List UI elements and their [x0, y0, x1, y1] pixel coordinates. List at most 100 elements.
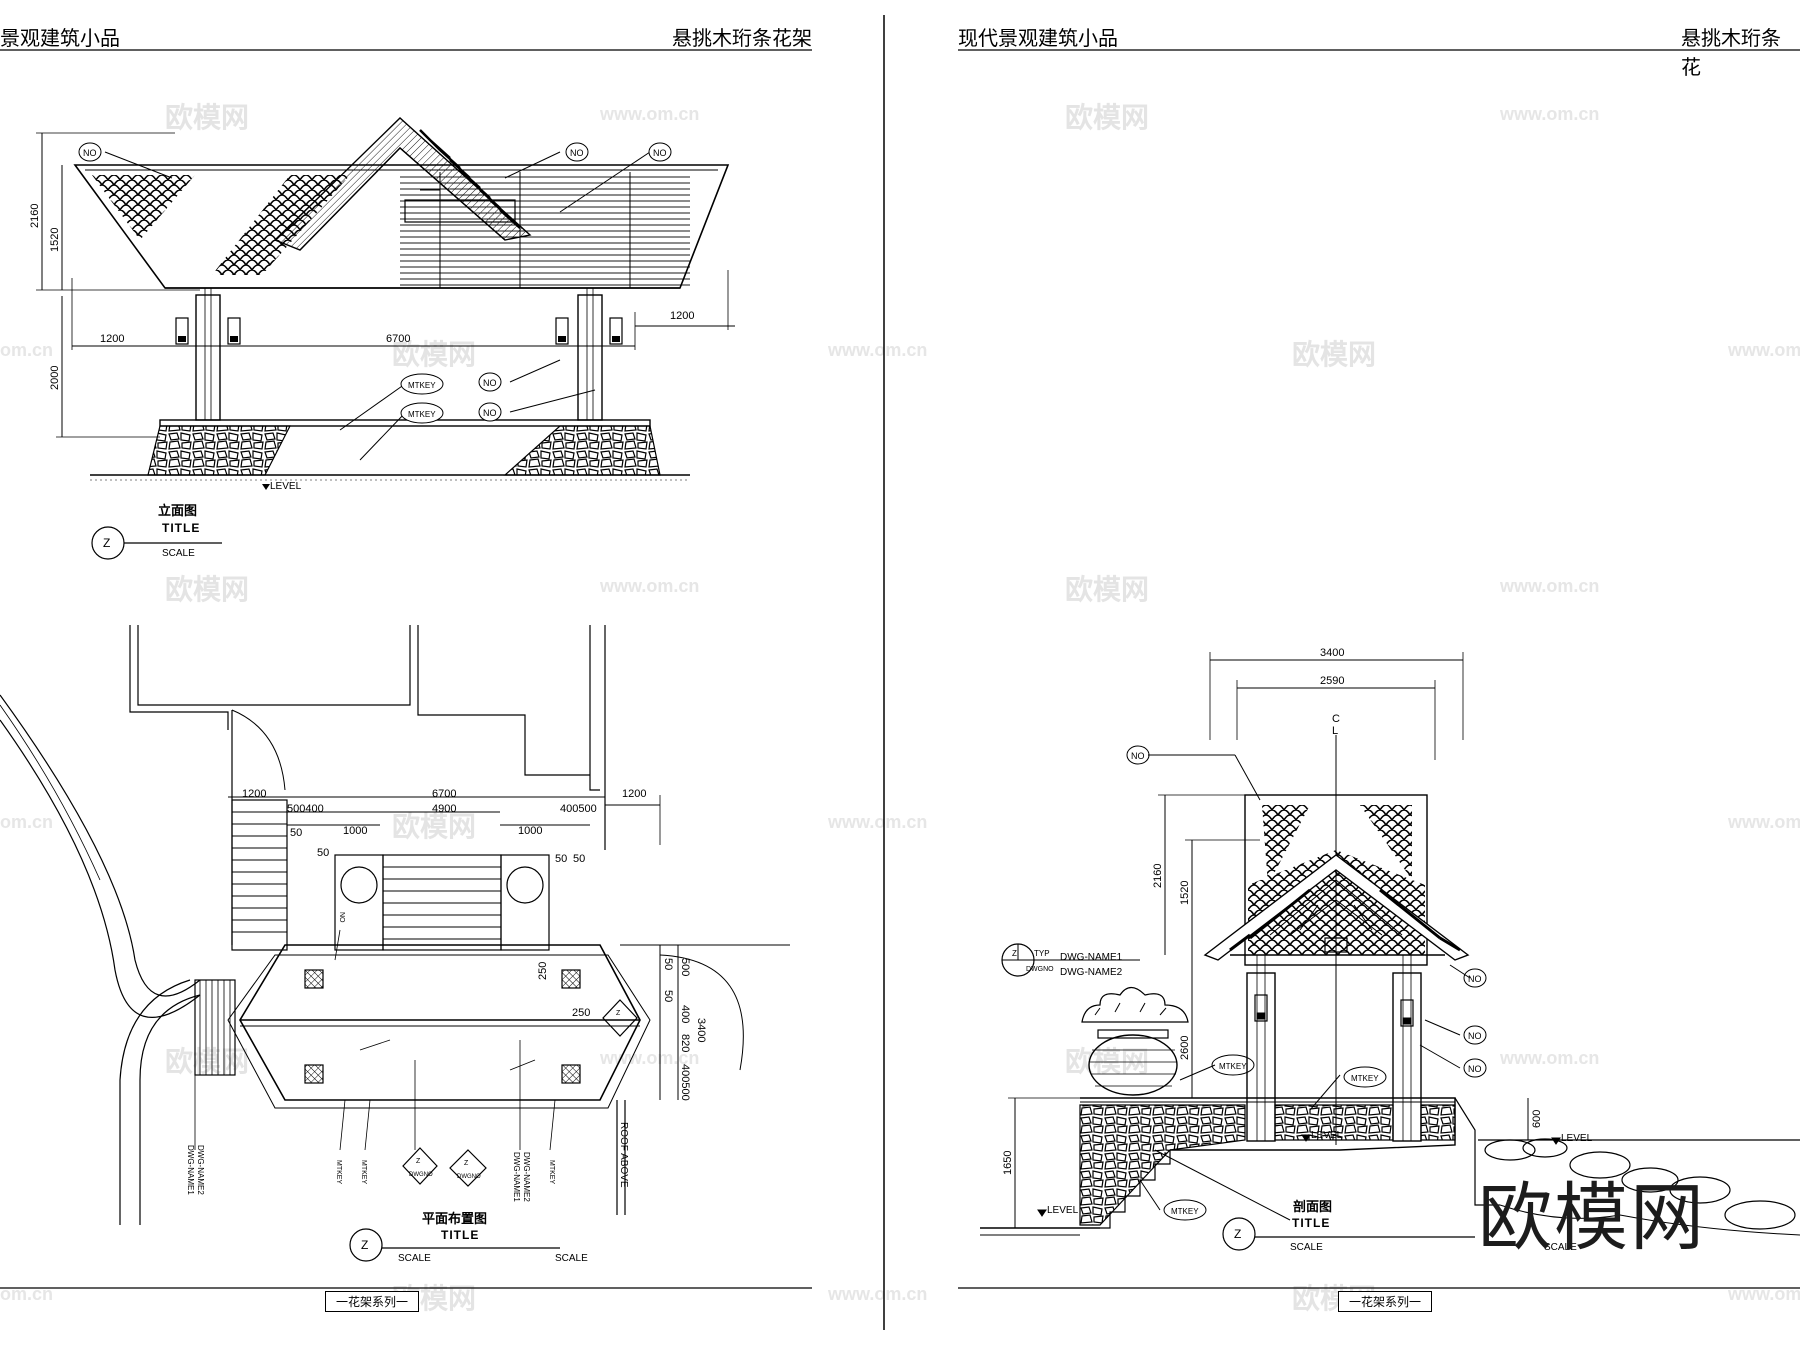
watermark-brand: 欧模网 [1292, 338, 1377, 371]
elev-dim-roof: 1520 [49, 228, 61, 252]
watermark-brand: 欧模网 [392, 810, 477, 843]
elevation-labels: 2160 1520 2000 1200 6700 1200 NO NO NO N… [29, 148, 694, 550]
sec-tag-no: NO [1131, 751, 1145, 761]
brand-overlay: 欧模网 [1478, 1175, 1706, 1261]
plan-dwg2: DWG-NAME2 [522, 1152, 531, 1202]
plan-dim-1000a: 1000 [343, 825, 367, 837]
header-left-subtitle: 悬挑木珩条花架 [672, 26, 812, 50]
watermark-brand: 欧模网 [1065, 1045, 1150, 1078]
plan-dim-50a: 50 [290, 827, 302, 839]
plan-dim-50b: 50 [317, 847, 329, 859]
sec-cl-l: L [1332, 725, 1338, 737]
plan-dim-inner: 4900 [432, 803, 456, 815]
sec-callout-typ: TYP [1034, 949, 1050, 958]
plan-dim-400500b: 400500 [679, 1064, 691, 1101]
watermark-url: www.om.cn [1728, 812, 1800, 832]
plan-dim-50c: 50 [555, 853, 567, 865]
plan-dwgno: DWGNO [409, 1172, 433, 1178]
plan-dim-50d: 50 [573, 853, 585, 865]
plan-dim-50f: 50 [662, 958, 674, 970]
section-title: TITLE [1292, 1216, 1331, 1230]
plan-dwg1: DWG-NAME1 [512, 1152, 521, 1202]
header-right-title: 现代景观建筑小品 [958, 26, 1118, 50]
watermark-url: www.om.cn [1728, 340, 1800, 360]
watermark-url: www.om.cn [1500, 576, 1600, 596]
elev-tag-no: NO [653, 148, 667, 158]
sec-tag-mtkey: MTKEY [1171, 1207, 1199, 1216]
elev-tag-no: NO [570, 148, 584, 158]
footer-series-left: 一花架系列一 [325, 1291, 420, 1312]
elev-dim-right-overhang: 1200 [670, 310, 694, 322]
elevation-scale: SCALE [162, 548, 195, 559]
header-right-subtitle: 悬挑木珩条花 [1681, 26, 1781, 79]
elev-badge: Z [103, 536, 110, 550]
plan-dim-1000b: 1000 [518, 825, 542, 837]
section-scale: SCALE [1290, 1242, 1323, 1253]
sec-dwg1: DWG-NAME1 [1060, 952, 1123, 963]
watermark-url: om.cn [0, 812, 54, 832]
section-scale: SCALE [1544, 1242, 1577, 1253]
elev-dim-total: 2160 [29, 204, 41, 228]
elev-dim-span: 6700 [386, 333, 410, 345]
plan-dim-3400: 3400 [695, 1018, 707, 1042]
sec-dim-600: 600 [1531, 1110, 1543, 1128]
plan-mtkey: MTKEY [335, 1160, 342, 1184]
plan-labels: 1200 6700 1200 500400 4900 400500 1000 1… [186, 788, 707, 1252]
elevation-title-cn: 立面图 [158, 504, 198, 519]
plan-dwgno: DWGNO [457, 1174, 481, 1180]
plan-title: TITLE [441, 1228, 480, 1242]
sec-callout-dwgno: DWGNO [1026, 966, 1054, 973]
sec-badge: Z [1234, 1227, 1241, 1241]
plan-scale: SCALE [555, 1253, 588, 1264]
watermark-brand: 欧模网 [1065, 101, 1150, 134]
plan-dwg1: DWG-NAME1 [186, 1145, 195, 1195]
elev-tag-mtkey: MTKEY [408, 410, 436, 419]
sec-level: LEVEL [1311, 1130, 1343, 1141]
plan-marker-z: Z [464, 1160, 469, 1167]
section-labels: 3400 2590 C L 2160 1520 2600 1650 600 NO… [1002, 647, 1593, 1241]
watermark-url: www.om.cn [828, 340, 928, 360]
plan-scale: SCALE [398, 1253, 431, 1264]
sec-dim-1650: 1650 [1002, 1151, 1014, 1175]
watermark-url: om.cn [0, 1284, 54, 1304]
watermark-url: www.om.cn [828, 812, 928, 832]
elev-dim-post: 2000 [49, 366, 61, 390]
elev-tag-no: NO [483, 408, 497, 418]
plan-dwg2: DWG-NAME2 [196, 1145, 205, 1195]
plan-roof-above: ROOF ABOVE [618, 1122, 629, 1188]
sec-tag-no: NO [1468, 1031, 1482, 1041]
sec-dim-roof: 1520 [1179, 881, 1191, 905]
watermark-brand: 欧模网 [1065, 573, 1150, 606]
sec-tag-no: NO [1468, 974, 1482, 984]
watermark-url: www.om.cn [1500, 1048, 1600, 1068]
sec-tag-mtkey: MTKEY [1351, 1074, 1379, 1083]
plan-marker-z: Z [616, 1010, 621, 1017]
elev-tag-no: NO [483, 378, 497, 388]
watermark-url: www.om.cn [600, 104, 700, 124]
plan-dim-500400: 500400 [287, 803, 324, 815]
plan-marker-z: Z [416, 1158, 421, 1165]
elev-tag-no: NO [83, 148, 97, 158]
sec-dim-top2: 2590 [1320, 675, 1344, 687]
sec-dim-top: 3400 [1320, 647, 1344, 659]
sec-dim-total: 2160 [1152, 864, 1164, 888]
elev-dim-left-overhang: 1200 [100, 333, 124, 345]
sec-callout-z: Z [1012, 949, 1017, 958]
plan-drawing [0, 625, 790, 1262]
watermark-url: www.om.cn [600, 576, 700, 596]
plan-badge: Z [361, 1238, 368, 1252]
section-drawing [980, 652, 1800, 1251]
watermark-brand: 欧模网 [392, 338, 477, 371]
watermark-url: www.om.cn [1728, 1284, 1800, 1304]
plan-dim-250a: 250 [537, 962, 549, 980]
plan-dim-50e: 50 [662, 990, 674, 1002]
watermark-brand: 欧模网 [165, 101, 250, 134]
plan-dim-400: 400 [679, 1005, 691, 1023]
watermark-brand: 欧模网 [165, 573, 250, 606]
section-title-cn: 剖面图 [1293, 1200, 1333, 1215]
plan-dim-820: 820 [679, 1034, 691, 1052]
watermark-url: www.om.cn [1500, 104, 1600, 124]
plan-mtkey: MTKEY [548, 1160, 555, 1184]
plan-dim-500: 500 [679, 958, 691, 976]
